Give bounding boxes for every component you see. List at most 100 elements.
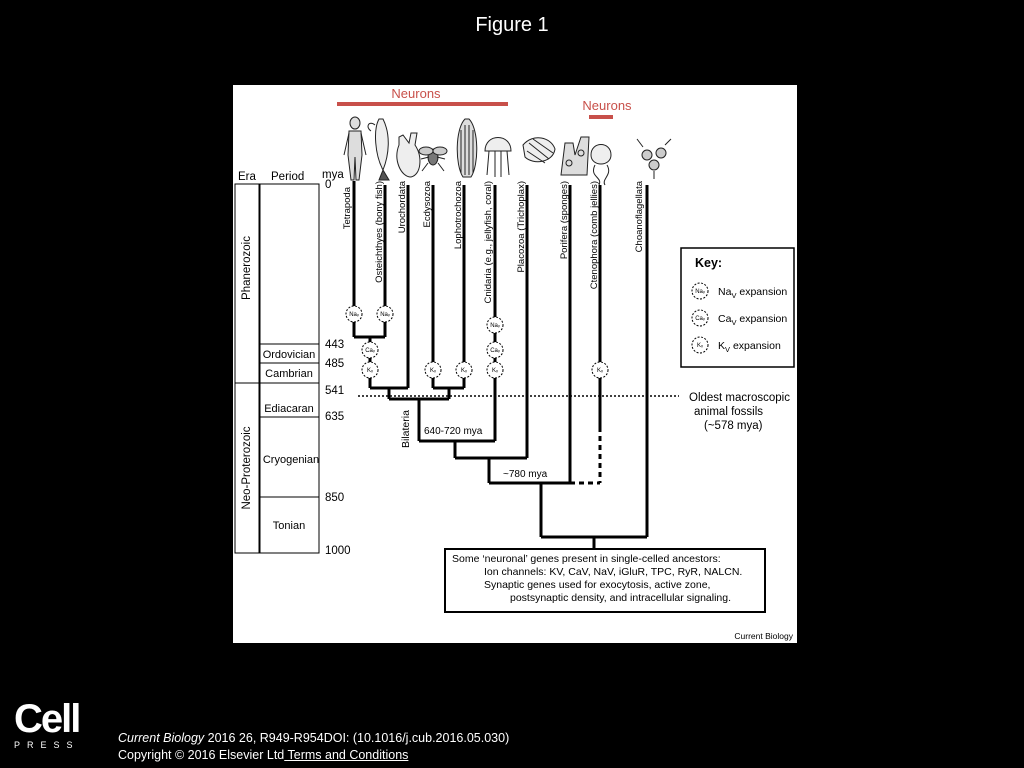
taxon-osteichthyes: Osteichthyes (bony fish) <box>374 181 385 283</box>
sponge-icon <box>560 136 590 176</box>
nav-expansion-badge: Naᵥ <box>376 305 394 323</box>
ancestor-line-3: Synaptic genes used for exocytosis, acti… <box>484 579 710 591</box>
copyright-text: Copyright © 2016 Elsevier Ltd <box>118 748 285 762</box>
kv-expansion-badge: Kᵥ <box>424 361 442 379</box>
svg-text:Kᵥ: Kᵥ <box>492 368 498 374</box>
svg-text:Kᵥ: Kᵥ <box>461 368 467 374</box>
era-header: Era <box>238 171 257 183</box>
bilateria-label: Bilateria <box>400 410 412 448</box>
fossil-label-2: animal fossils <box>694 406 763 418</box>
citation-details: 2016 26, R949-R954DOI: (10.1016/j.cub.20… <box>204 731 510 745</box>
cav-expansion-badge: Caᵥ <box>361 341 379 359</box>
tunicate-icon <box>396 132 421 178</box>
node-label-780: ~780 mya <box>503 469 548 480</box>
geologic-timescale <box>234 183 320 554</box>
taxon-urochordata: Urochordata <box>397 180 408 233</box>
neurons-bar-left <box>337 102 508 106</box>
phylogenetic-tree <box>352 181 649 549</box>
comb-jelly-icon <box>590 144 612 186</box>
kv-expansion-badge: Kᵥ <box>361 361 379 379</box>
citation-journal: Current Biology <box>118 731 205 745</box>
key-title: Key: <box>695 256 722 270</box>
ancestor-line-4: postsynaptic density, and intracellular … <box>510 592 731 604</box>
citation: Current Biology 2016 26, R949-R954DOI: (… <box>118 731 509 745</box>
ancestor-genes-box: Some ‘neuronal’ genes present in single-… <box>444 548 766 613</box>
publisher-label: Current Biology <box>734 631 793 641</box>
terms-and-conditions-link[interactable]: Terms and Conditions <box>284 748 409 762</box>
figure-panel: Neurons Neurons <box>233 85 797 643</box>
svg-text:Naᵥ: Naᵥ <box>490 323 500 329</box>
cav-expansion-badge: Caᵥ <box>486 341 504 359</box>
legend-key: Key: Naᵥ NaV expansion Caᵥ CaV expansion… <box>680 247 795 368</box>
taxon-choanoflagellata: Choanoflagellata <box>634 180 645 252</box>
mya-header: mya <box>322 169 344 181</box>
fossil-label-3: (~578 mya) <box>704 420 763 432</box>
taxon-lophotrochozoa: Lophotrochozoa <box>453 180 464 249</box>
jellyfish-icon <box>484 137 512 177</box>
fly-icon <box>418 146 448 172</box>
period-tonian: Tonian <box>273 520 305 532</box>
nav-expansion-badge: Naᵥ <box>486 316 504 334</box>
slide-title: Figure 1 <box>475 14 549 36</box>
taxon-ecdysozoa: Ecdysozoa <box>422 180 433 227</box>
node-label-640-720: 640-720 mya <box>424 426 483 437</box>
period-header: Period <box>271 171 304 183</box>
svg-text:Caᵥ: Caᵥ <box>365 348 375 354</box>
svg-text:Kᵥ: Kᵥ <box>430 368 436 374</box>
svg-text:Kᵥ: Kᵥ <box>597 368 603 374</box>
time-1000: 1000 <box>325 545 351 557</box>
time-850: 850 <box>325 492 344 504</box>
placozoan-icon <box>522 137 556 164</box>
time-541: 541 <box>325 385 344 397</box>
brachiopod-icon <box>456 118 478 178</box>
taxon-porifera: Porifera (sponges) <box>559 181 570 259</box>
ctenophora-uncertain-branch <box>570 427 602 485</box>
choanoflagellate-icon <box>636 138 672 179</box>
fossil-label-1: Oldest macroscopic <box>689 392 790 404</box>
fish-icon <box>367 118 390 181</box>
era-phanerozoic: Phanerozoic <box>241 236 253 300</box>
key-cav-icon <box>691 309 709 327</box>
time-0: 0 <box>325 179 331 191</box>
ancestor-line-1: Some ‘neuronal’ genes present in single-… <box>452 553 721 565</box>
copyright-line: Copyright © 2016 Elsevier Ltd Terms and … <box>118 748 408 762</box>
kv-expansion-badge: Kᵥ <box>455 361 473 379</box>
era-neoproterozoic: Neo-Proterozoic <box>241 426 253 509</box>
ancestor-line-2: Ion channels: KV, CaV, NaV, iGluR, TPC, … <box>484 566 742 578</box>
time-443: 443 <box>325 339 344 351</box>
taxon-cnidaria: Cnidaria (e.g., jellyfish, coral) <box>483 181 494 304</box>
neurons-label-right: Neurons <box>582 98 632 113</box>
kv-expansion-badge: Kᵥ <box>486 361 504 379</box>
svg-text:Kᵥ: Kᵥ <box>697 343 703 349</box>
period-ediacaran: Ediacaran <box>264 403 314 415</box>
press-logo-word: PRESS <box>14 740 80 750</box>
key-item-kv: KV expansion <box>718 340 781 354</box>
period-cryogenian: Cryogenian <box>263 454 319 466</box>
phylogeny-figure: Neurons Neurons <box>234 86 795 641</box>
kv-expansion-badge: Kᵥ <box>591 361 609 379</box>
svg-text:Caᵥ: Caᵥ <box>490 348 500 354</box>
svg-text:Naᵥ: Naᵥ <box>695 289 705 295</box>
neurons-label-left: Neurons <box>391 86 441 101</box>
period-ordovician: Ordovician <box>263 349 316 361</box>
key-item-cav: CaV expansion <box>718 313 787 327</box>
nav-expansion-badge: Naᵥ <box>345 305 363 323</box>
cell-logo-word: Cell <box>14 697 81 741</box>
key-nav-icon <box>691 282 709 300</box>
key-item-nav: NaV expansion <box>718 286 787 300</box>
cell-press-logo: Cell PRESS <box>14 697 86 750</box>
svg-text:Naᵥ: Naᵥ <box>380 312 390 318</box>
organism-illustrations <box>343 116 672 186</box>
svg-text:Naᵥ: Naᵥ <box>349 312 359 318</box>
svg-text:Caᵥ: Caᵥ <box>695 316 705 322</box>
taxon-placozoa: Placozoa (Trichoplax) <box>516 181 527 273</box>
neurons-bar-right <box>589 115 613 119</box>
taxon-ctenophora: Ctenophora (comb jellies) <box>589 181 600 289</box>
key-kv-icon <box>691 336 709 354</box>
time-635: 635 <box>325 411 344 423</box>
svg-text:Kᵥ: Kᵥ <box>367 368 373 374</box>
taxon-tetrapoda: Tetrapoda <box>342 186 353 229</box>
time-485: 485 <box>325 358 344 370</box>
human-icon <box>343 116 367 181</box>
period-cambrian: Cambrian <box>265 368 313 380</box>
